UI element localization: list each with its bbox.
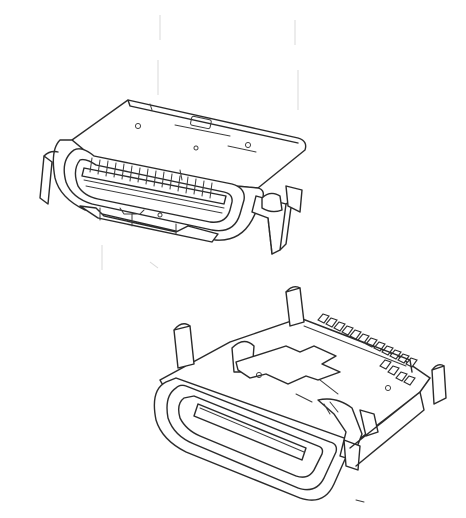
connector-rear-view — [153, 285, 447, 503]
right-shoulder-pad — [261, 192, 283, 213]
top-clip — [235, 345, 341, 385]
rear-tab-left — [285, 287, 305, 327]
scan-artifacts — [101, 15, 299, 270]
contact-pins-front — [83, 157, 225, 214]
mounting-leg-left — [39, 155, 53, 205]
top-hole-rear-left — [256, 372, 262, 378]
rear-tab-right — [431, 365, 447, 405]
top-hole-center — [193, 145, 199, 151]
top-hole-rear-right — [385, 385, 391, 391]
front-tab-left — [173, 325, 195, 369]
top-slot — [190, 115, 212, 130]
contact-tongue-rear — [193, 403, 307, 461]
top-hole-left — [135, 123, 141, 129]
connector-front-view — [39, 99, 307, 255]
mounting-flange — [79, 205, 219, 243]
top-hole-right — [245, 142, 251, 148]
